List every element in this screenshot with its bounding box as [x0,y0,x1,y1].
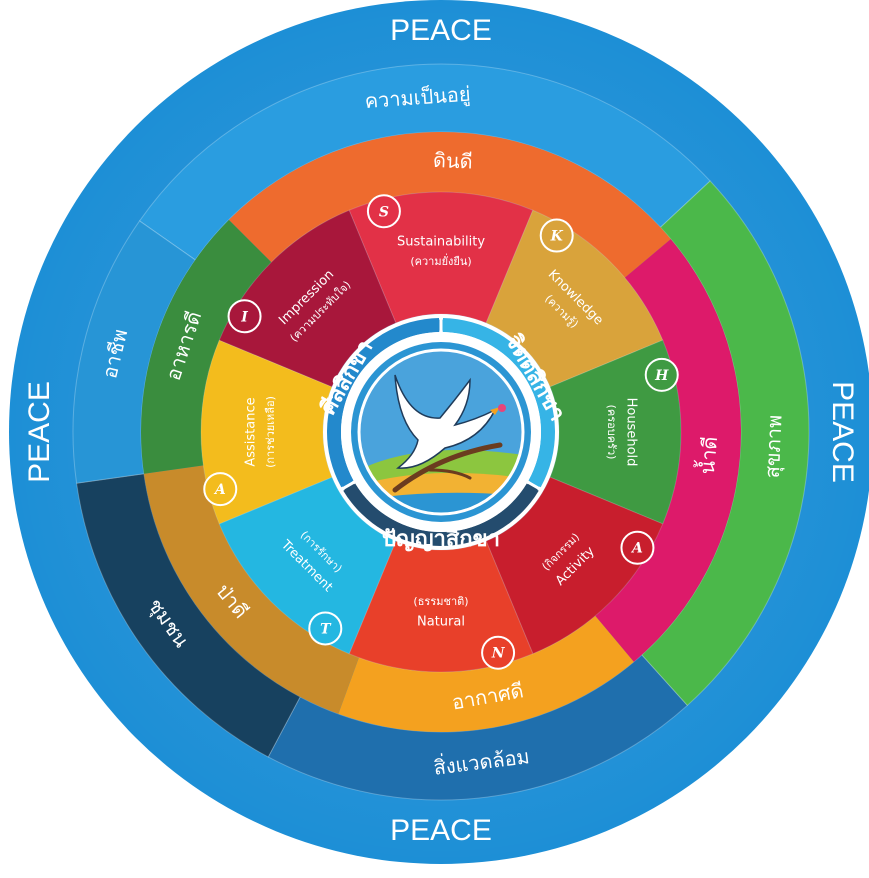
step-name: Natural [417,615,465,630]
step-letter: K [550,229,564,245]
peace-label: PEACE [390,814,492,847]
step-letter: H [654,368,669,384]
step-letter: T [320,621,332,637]
peace-label: PEACE [390,14,492,47]
step-name: Household [624,398,639,467]
step-letter: N [491,646,506,662]
step-badge [308,611,343,646]
peace-label: PEACE [826,381,859,483]
earth-ring: ดินดีน้ำดีอากาศดีป่าดีอาหารดี [141,131,742,732]
peace-label: PEACE [23,381,56,483]
step-subtitle: (ธรรมชาติ) [413,595,468,608]
earth-segment-label: ดินดี [433,148,474,174]
step-badge [620,530,655,565]
earth-segment [338,615,634,732]
step-badge [644,357,679,392]
outer-segment-label: สุขภาพ [760,414,788,479]
step-subtitle: (ความยั่งยืน) [410,253,471,268]
center-emblem [341,332,541,532]
step-subtitle: (ครอบครัว) [605,405,618,460]
earth-segment [595,239,742,662]
step-letter: A [213,482,226,498]
step-badge [539,218,574,253]
step-letter: S [379,204,389,220]
step-badge [227,299,262,334]
step-letter: I [240,309,248,325]
step-name: Sustainability [397,235,485,250]
earth-segment-label: น้ำดี [693,435,722,475]
earth-segment [143,465,359,714]
steps-ring: Sustainability(ความยั่งยืน)SKnowledge(คว… [200,191,682,673]
dove-icon [394,374,506,469]
earth-segment [228,131,671,278]
step-badge [366,194,401,229]
earth-segment [141,219,272,474]
step-letter: A [630,541,643,557]
step-badge [481,635,516,670]
olive-branch-icon [392,442,503,493]
step-name: Assistance [244,397,259,466]
step-subtitle: (การช่วยเหลือ) [264,396,277,468]
step-badge [203,472,238,507]
